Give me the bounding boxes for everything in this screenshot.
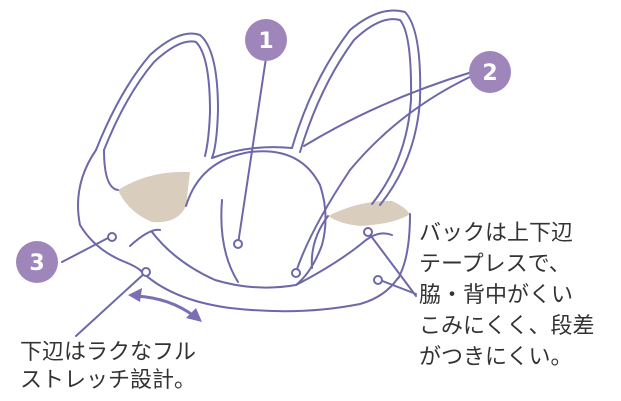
caption-bottom-line: ストレッチ設計。: [20, 368, 197, 393]
caption-right-line: 脇・背中がくい: [419, 283, 574, 308]
left-wing-inner: [103, 149, 119, 191]
callout-badge-1: 1: [245, 19, 287, 61]
stretch-arrow-head-left: [128, 288, 142, 302]
dot-center-band: [291, 268, 301, 278]
right-strap-inner: [299, 18, 413, 205]
badge-number-1: 1: [258, 29, 273, 54]
band-bottom: [139, 269, 399, 313]
badge-number-3: 3: [29, 251, 44, 276]
dot-lower-band: [141, 267, 151, 277]
leader-line-2b: [295, 75, 473, 273]
callout-dots: [107, 227, 383, 285]
left-strap: [95, 32, 219, 159]
right-wing-inner: [310, 215, 329, 269]
dot-center-cup: [233, 239, 243, 249]
center-seam: [220, 199, 239, 283]
center-cup-inner: [211, 146, 293, 159]
leader-line-right-b: [379, 279, 417, 295]
band-top: [129, 228, 393, 286]
leader-line-bottom: [75, 271, 147, 337]
dot-right-upper: [363, 227, 373, 237]
right-side-wing: [397, 213, 411, 280]
left-side-wing: [77, 149, 141, 271]
right-cup-lining: [328, 200, 410, 226]
caption-right-line: バックは上下辺: [419, 221, 574, 246]
caption-right-line: こみにくく、段差: [419, 314, 595, 339]
left-cup-lining: [118, 171, 190, 223]
badge-number-2: 2: [482, 61, 497, 86]
caption-bottom-line: 下辺はラクなフル: [20, 340, 197, 365]
left-strap-inner: [103, 40, 211, 157]
dot-left-wing: [107, 232, 117, 242]
callout-badge-3: 3: [16, 241, 58, 283]
caption-right-line: テープレスで、: [419, 252, 571, 277]
caption-back-tapeless: バックは上下辺 テープレスで、 脇・背中がくい こみにくく、段差 がつきにくい。: [419, 218, 595, 373]
stretch-arrow-head-right: [186, 308, 202, 322]
underwire: [151, 231, 297, 289]
leader-line-right-a: [367, 231, 417, 297]
leader-line-1: [237, 57, 267, 245]
right-strap: [291, 9, 422, 206]
dot-right-lower: [373, 275, 383, 285]
callout-badge-2: 2: [469, 51, 511, 93]
caption-right-line: がつきにくい。: [419, 345, 573, 370]
leader-line-3: [61, 237, 109, 263]
stretch-arrow: [134, 294, 196, 318]
center-cup: [185, 150, 327, 286]
caption-full-stretch: 下辺はラクなフル ストレッチ設計。: [20, 339, 196, 395]
leader-line-2a: [303, 71, 473, 147]
